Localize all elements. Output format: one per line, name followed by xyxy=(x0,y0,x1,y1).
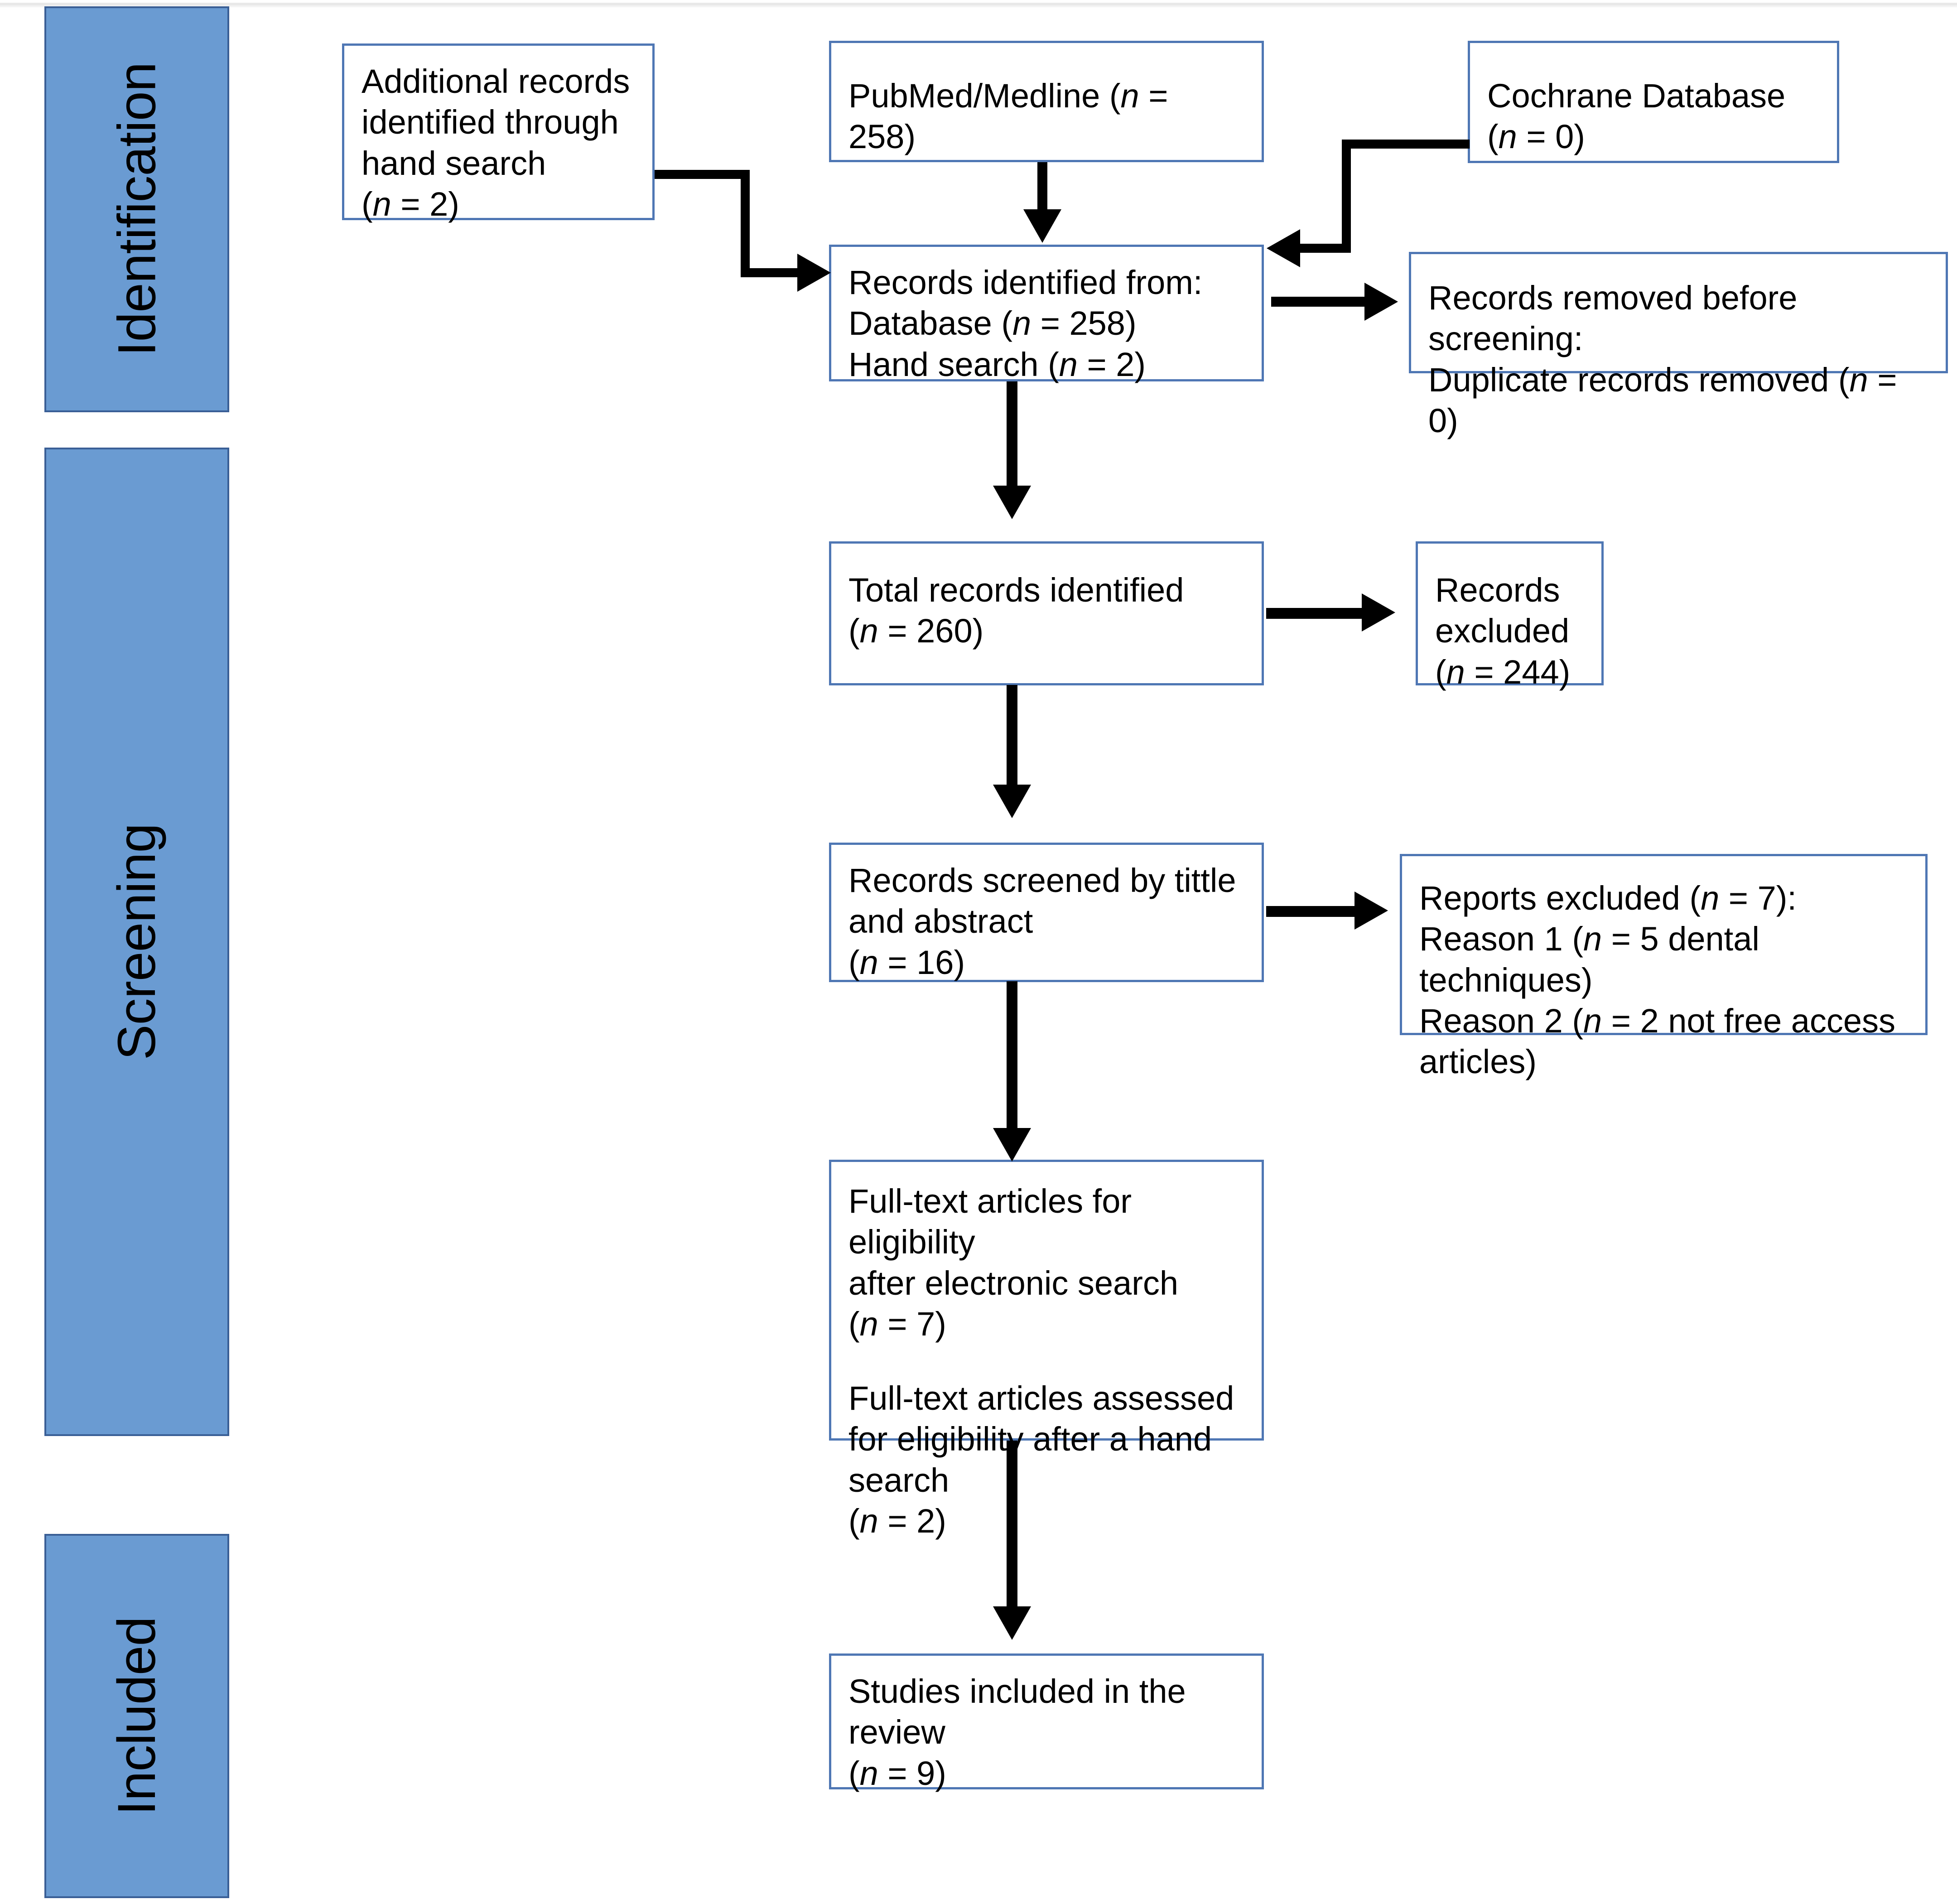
stage-bar-screening: Screening xyxy=(44,448,229,1436)
arrowhead-pubmed-to-records-identified xyxy=(1023,209,1061,243)
arrowhead-records-identified-to-removed xyxy=(1364,283,1398,321)
connector-cochrane-vertical xyxy=(1342,140,1351,252)
connector-screened-to-reports-excluded xyxy=(1266,906,1357,917)
connector-cochrane-horizontal-bottom xyxy=(1300,244,1351,253)
arrowhead-total-to-screened xyxy=(993,785,1031,818)
top-divider-secondary xyxy=(0,5,1957,7)
box-records-identified-from-text: Records identified from:Database (n = 25… xyxy=(848,264,1203,383)
box-records-removed-before-screening-text: Records removed before screening:Duplica… xyxy=(1428,279,1897,439)
box-records-excluded: Records excluded(n = 244) xyxy=(1416,541,1604,691)
box-total-records-identified-text: Total records identified(n = 260) xyxy=(848,571,1184,650)
stage-bar-included: Included xyxy=(44,1534,229,1898)
connector-pubmed-vertical xyxy=(1037,162,1047,212)
box-records-excluded-text: Records excluded(n = 244) xyxy=(1435,571,1571,691)
connector-handsearch-horizontal-bottom xyxy=(741,268,800,277)
box-pubmed-medline-text: PubMed/Medline (n = 258) xyxy=(848,77,1168,156)
box-cochrane-database-text: Cochrane Database (n = 0) xyxy=(1487,77,1786,156)
arrowhead-full-text-to-studies-included xyxy=(993,1606,1031,1640)
box-reports-excluded-text: Reports excluded (n = 7):Reason 1 (n = 5… xyxy=(1419,879,1896,1081)
connector-screened-to-full-text xyxy=(1007,981,1017,1131)
connector-total-to-screened xyxy=(1007,685,1017,787)
arrowhead-records-identified-to-total xyxy=(993,486,1031,519)
stage-label-screening: Screening xyxy=(107,823,167,1060)
connector-handsearch-vertical xyxy=(741,170,750,276)
box-total-records-identified: Total records identified(n = 260) xyxy=(829,541,1264,685)
arrowhead-screened-to-full-text xyxy=(993,1128,1031,1162)
stage-label-identification: Identification xyxy=(107,62,167,357)
box-full-text-articles-gap xyxy=(848,1345,1244,1378)
stage-label-included: Included xyxy=(107,1616,167,1816)
connector-records-identified-to-removed xyxy=(1271,297,1366,307)
connector-cochrane-horizontal-top xyxy=(1342,140,1470,149)
arrowhead-cochrane-to-records-identified xyxy=(1267,229,1300,267)
connector-handsearch-horizontal-top xyxy=(655,170,750,179)
stage-bar-identification: Identification xyxy=(44,6,229,412)
box-reports-excluded: Reports excluded (n = 7):Reason 1 (n = 5… xyxy=(1400,854,1928,1080)
arrowhead-screened-to-reports-excluded xyxy=(1354,892,1388,930)
arrowhead-total-to-records-excluded xyxy=(1362,593,1395,631)
arrowhead-handsearch-to-records-identified xyxy=(797,254,831,292)
connector-full-text-to-studies-included xyxy=(1007,1441,1017,1609)
top-divider xyxy=(0,3,1957,6)
connector-total-to-records-excluded xyxy=(1266,608,1364,619)
box-cochrane-database: Cochrane Database (n = 0) xyxy=(1468,41,1839,163)
box-records-removed-before-screening: Records removed before screening:Duplica… xyxy=(1409,252,1948,439)
box-records-identified-from: Records identified from:Database (n = 25… xyxy=(829,245,1264,383)
connector-records-identified-to-total xyxy=(1007,381,1017,488)
box-pubmed-medline: PubMed/Medline (n = 258) xyxy=(829,41,1264,162)
